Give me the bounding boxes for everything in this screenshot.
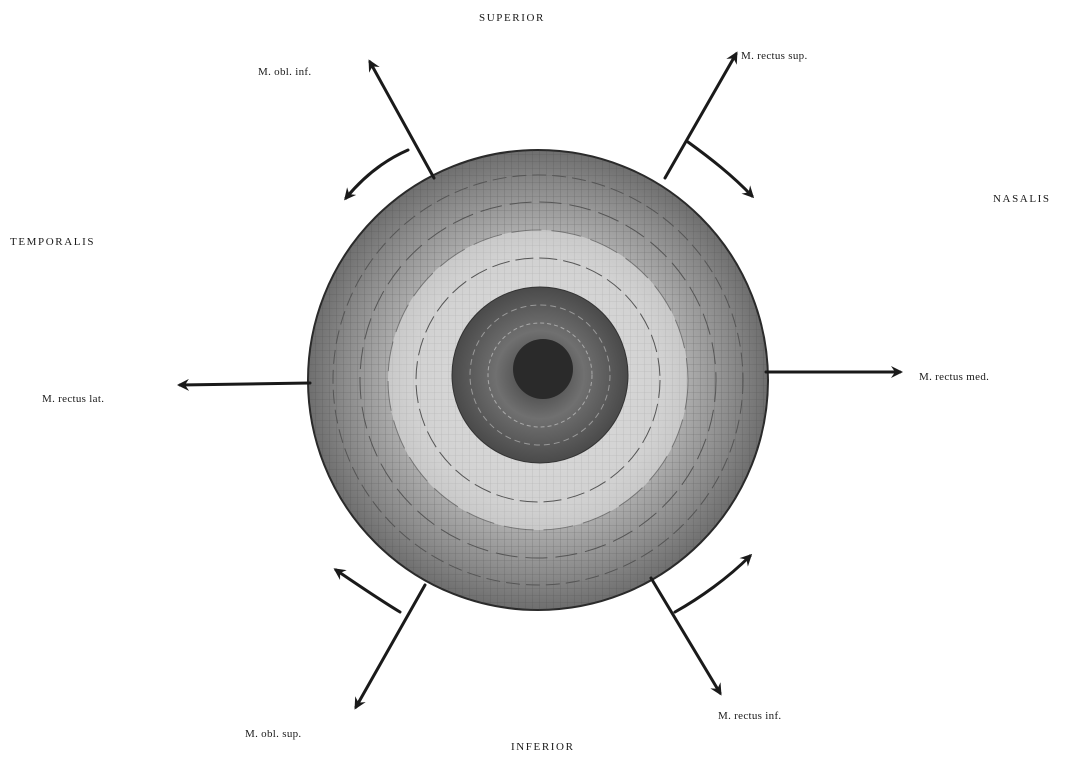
arrow-obl-sup-side [336, 570, 400, 612]
arrow-rectus-sup-main [665, 54, 736, 178]
arrow-rectus-sup-side [688, 142, 752, 196]
pupil [513, 339, 573, 399]
arrow-rectus-inf-main [651, 578, 720, 693]
arrow-rectus-inf-side [675, 556, 750, 612]
arrow-obl-inf-main [370, 62, 434, 178]
arrow-obl-sup-main [356, 585, 425, 707]
arrow-obl-inf-side [346, 150, 408, 198]
arrow-rectus-lat [180, 383, 310, 385]
